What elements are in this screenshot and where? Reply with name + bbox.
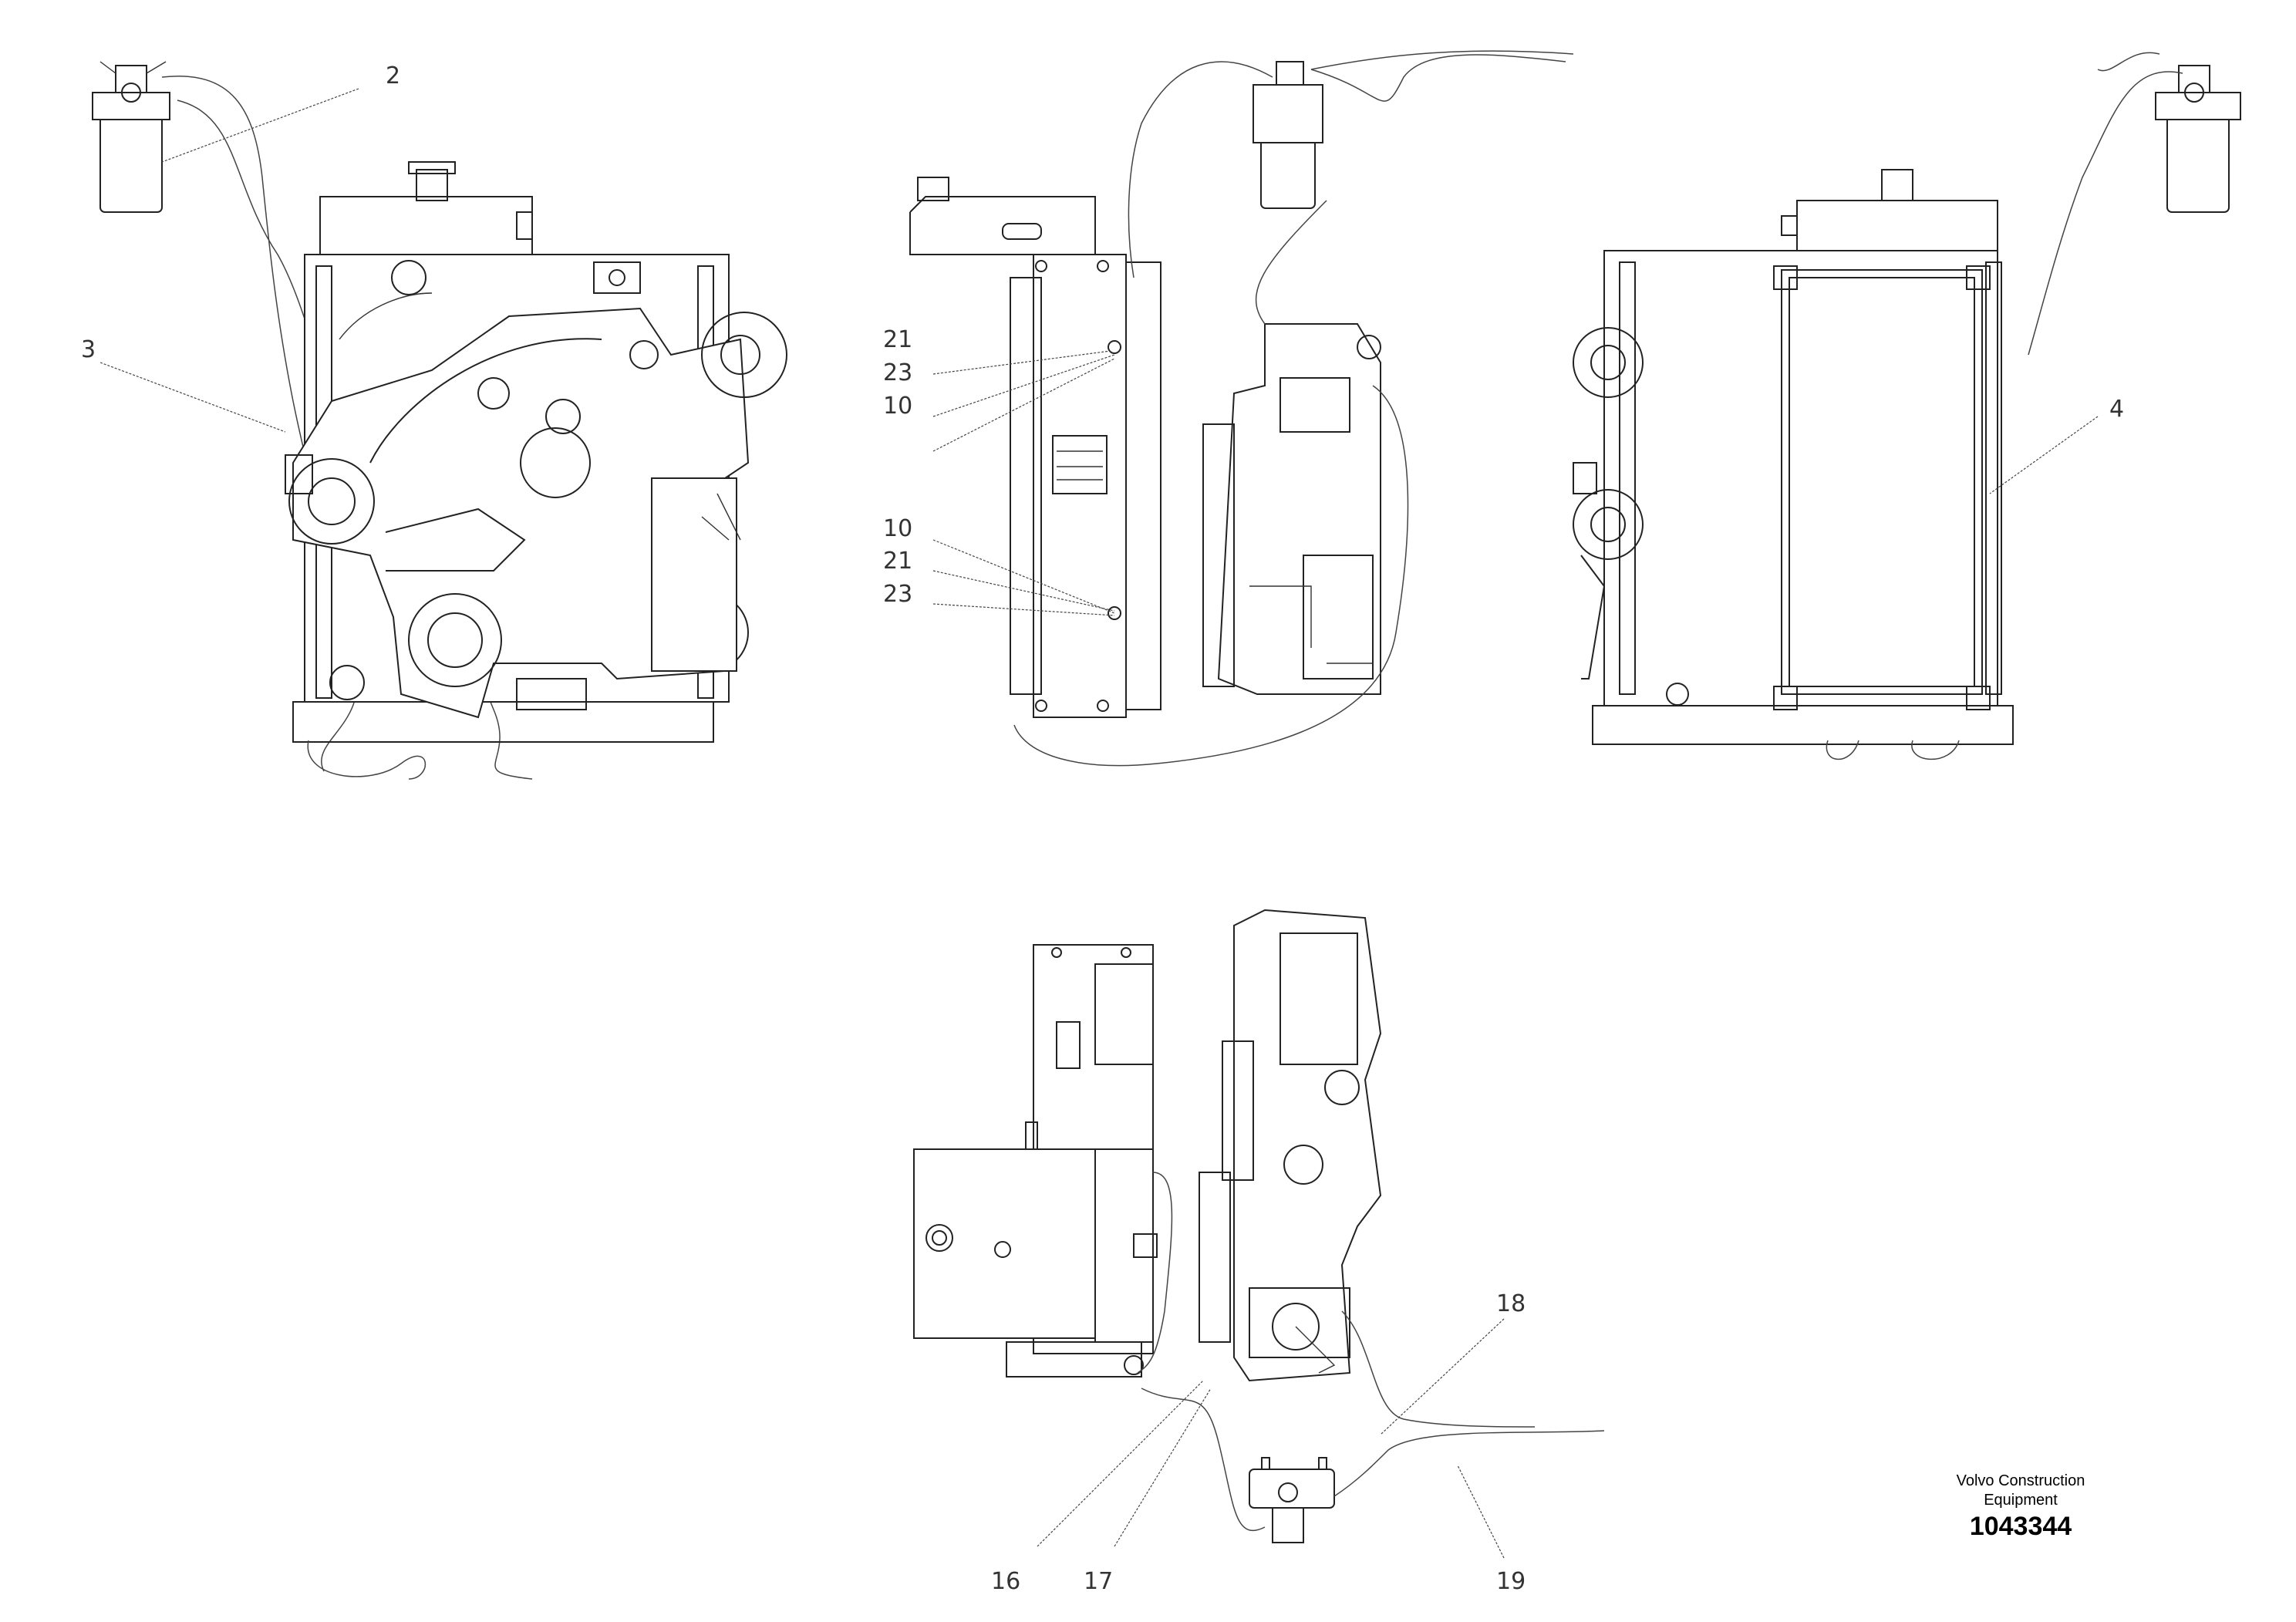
callout-18: 18 bbox=[1496, 1290, 1526, 1317]
callout-23-upper: 23 bbox=[883, 359, 912, 386]
filter-front bbox=[92, 61, 170, 213]
callout-labels: 2 3 4 21 23 10 10 21 23 16 17 18 19 bbox=[81, 62, 2124, 1595]
company-line-2: Equipment bbox=[1984, 1492, 2058, 1509]
callout-16: 16 bbox=[991, 1568, 1020, 1595]
callout-3: 3 bbox=[81, 336, 96, 363]
drawing-number: 1043344 bbox=[1969, 1512, 2072, 1541]
front-view bbox=[92, 61, 787, 780]
callout-19: 19 bbox=[1496, 1568, 1526, 1595]
callout-21-lower: 21 bbox=[883, 548, 912, 575]
callout-10-upper: 10 bbox=[883, 393, 912, 420]
leader-lines bbox=[99, 88, 2099, 1559]
callout-4: 4 bbox=[2109, 396, 2124, 423]
callout-17: 17 bbox=[1084, 1568, 1113, 1595]
callout-23-lower: 23 bbox=[883, 581, 912, 608]
side-view bbox=[909, 50, 1574, 767]
callout-2: 2 bbox=[386, 62, 400, 89]
callout-21-upper: 21 bbox=[883, 326, 912, 353]
bottom-view bbox=[913, 909, 1605, 1543]
rear-view bbox=[1573, 52, 2241, 760]
company-name: Volvo Construction Equipment bbox=[1866, 1472, 2175, 1510]
callout-10-lower: 10 bbox=[883, 515, 912, 542]
company-line-1: Volvo Construction bbox=[1956, 1472, 2085, 1489]
